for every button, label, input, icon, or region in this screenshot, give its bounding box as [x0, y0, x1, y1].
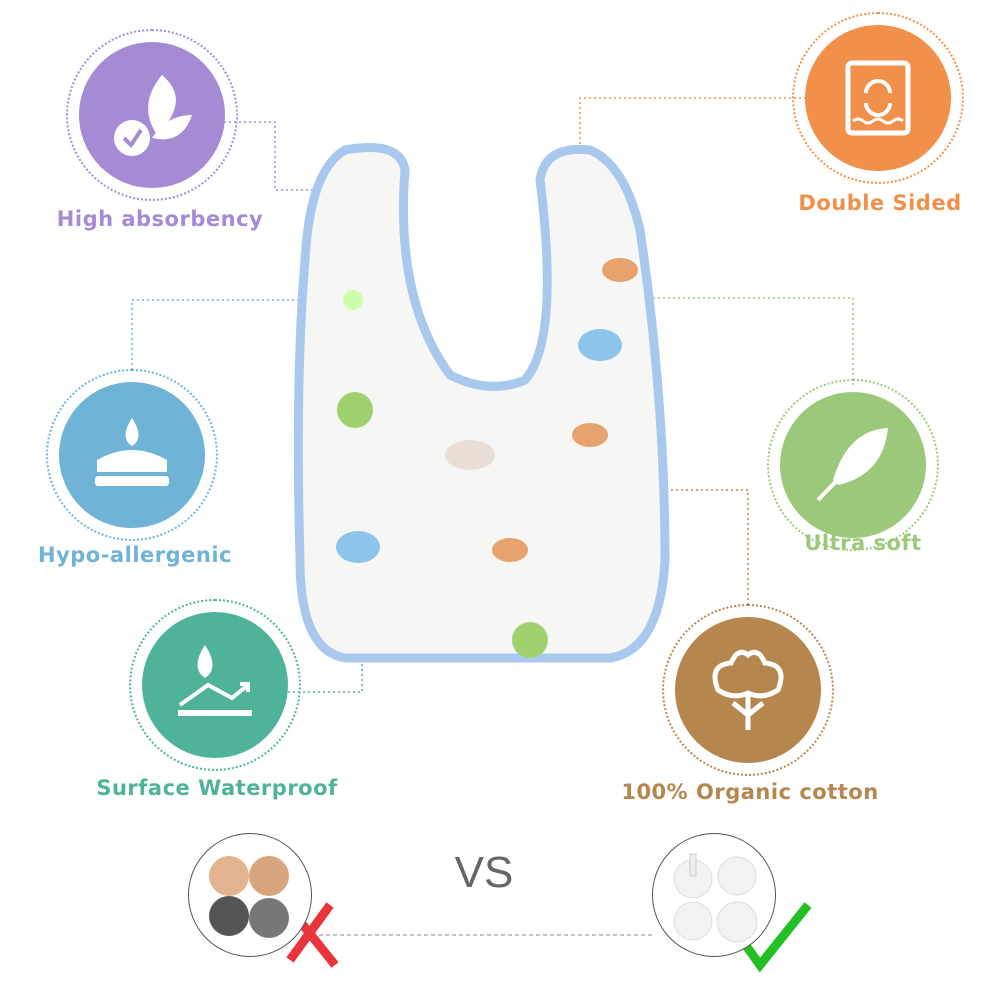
connector-soft: [635, 297, 854, 385]
label-ultra-soft: Ultra soft: [804, 531, 922, 555]
feature-surface-waterproof: [129, 599, 301, 771]
reversible-pad-icon: [845, 60, 911, 136]
plastic-snaps-icon: [673, 853, 758, 943]
cotton-icon: [712, 649, 784, 730]
feather-icon: [816, 428, 888, 502]
label-hypo-allergenic: Hypo-allergenic: [38, 543, 232, 567]
label-double-sided: Double Sided: [798, 191, 962, 215]
connector-hypo: [131, 299, 355, 370]
metal-snaps-image: [188, 833, 312, 957]
connector-double-sided: [579, 97, 806, 155]
water-repel-icon: [178, 645, 252, 716]
feature-organic-cotton: [662, 604, 834, 776]
metal-snaps-icon: [209, 856, 289, 938]
label-organic-cotton: 100% Organic cotton: [621, 780, 879, 804]
feature-ultra-soft: [767, 379, 939, 551]
plastic-snaps-image: [652, 833, 776, 957]
label-surface-waterproof: Surface Waterproof: [96, 776, 338, 800]
feature-double-sided: [792, 12, 964, 184]
bib-animal-prints: [336, 258, 638, 658]
droplet-layer-icon: [95, 418, 169, 486]
feature-hypo-allergenic: [46, 369, 218, 541]
vs-label: VS: [454, 848, 514, 897]
label-high-absorbency: High absorbency: [56, 207, 264, 231]
bib: [293, 143, 670, 663]
feature-high-absorbency: [66, 29, 238, 201]
leaf-check-icon: [114, 75, 192, 156]
connector-absorbency: [224, 121, 340, 191]
